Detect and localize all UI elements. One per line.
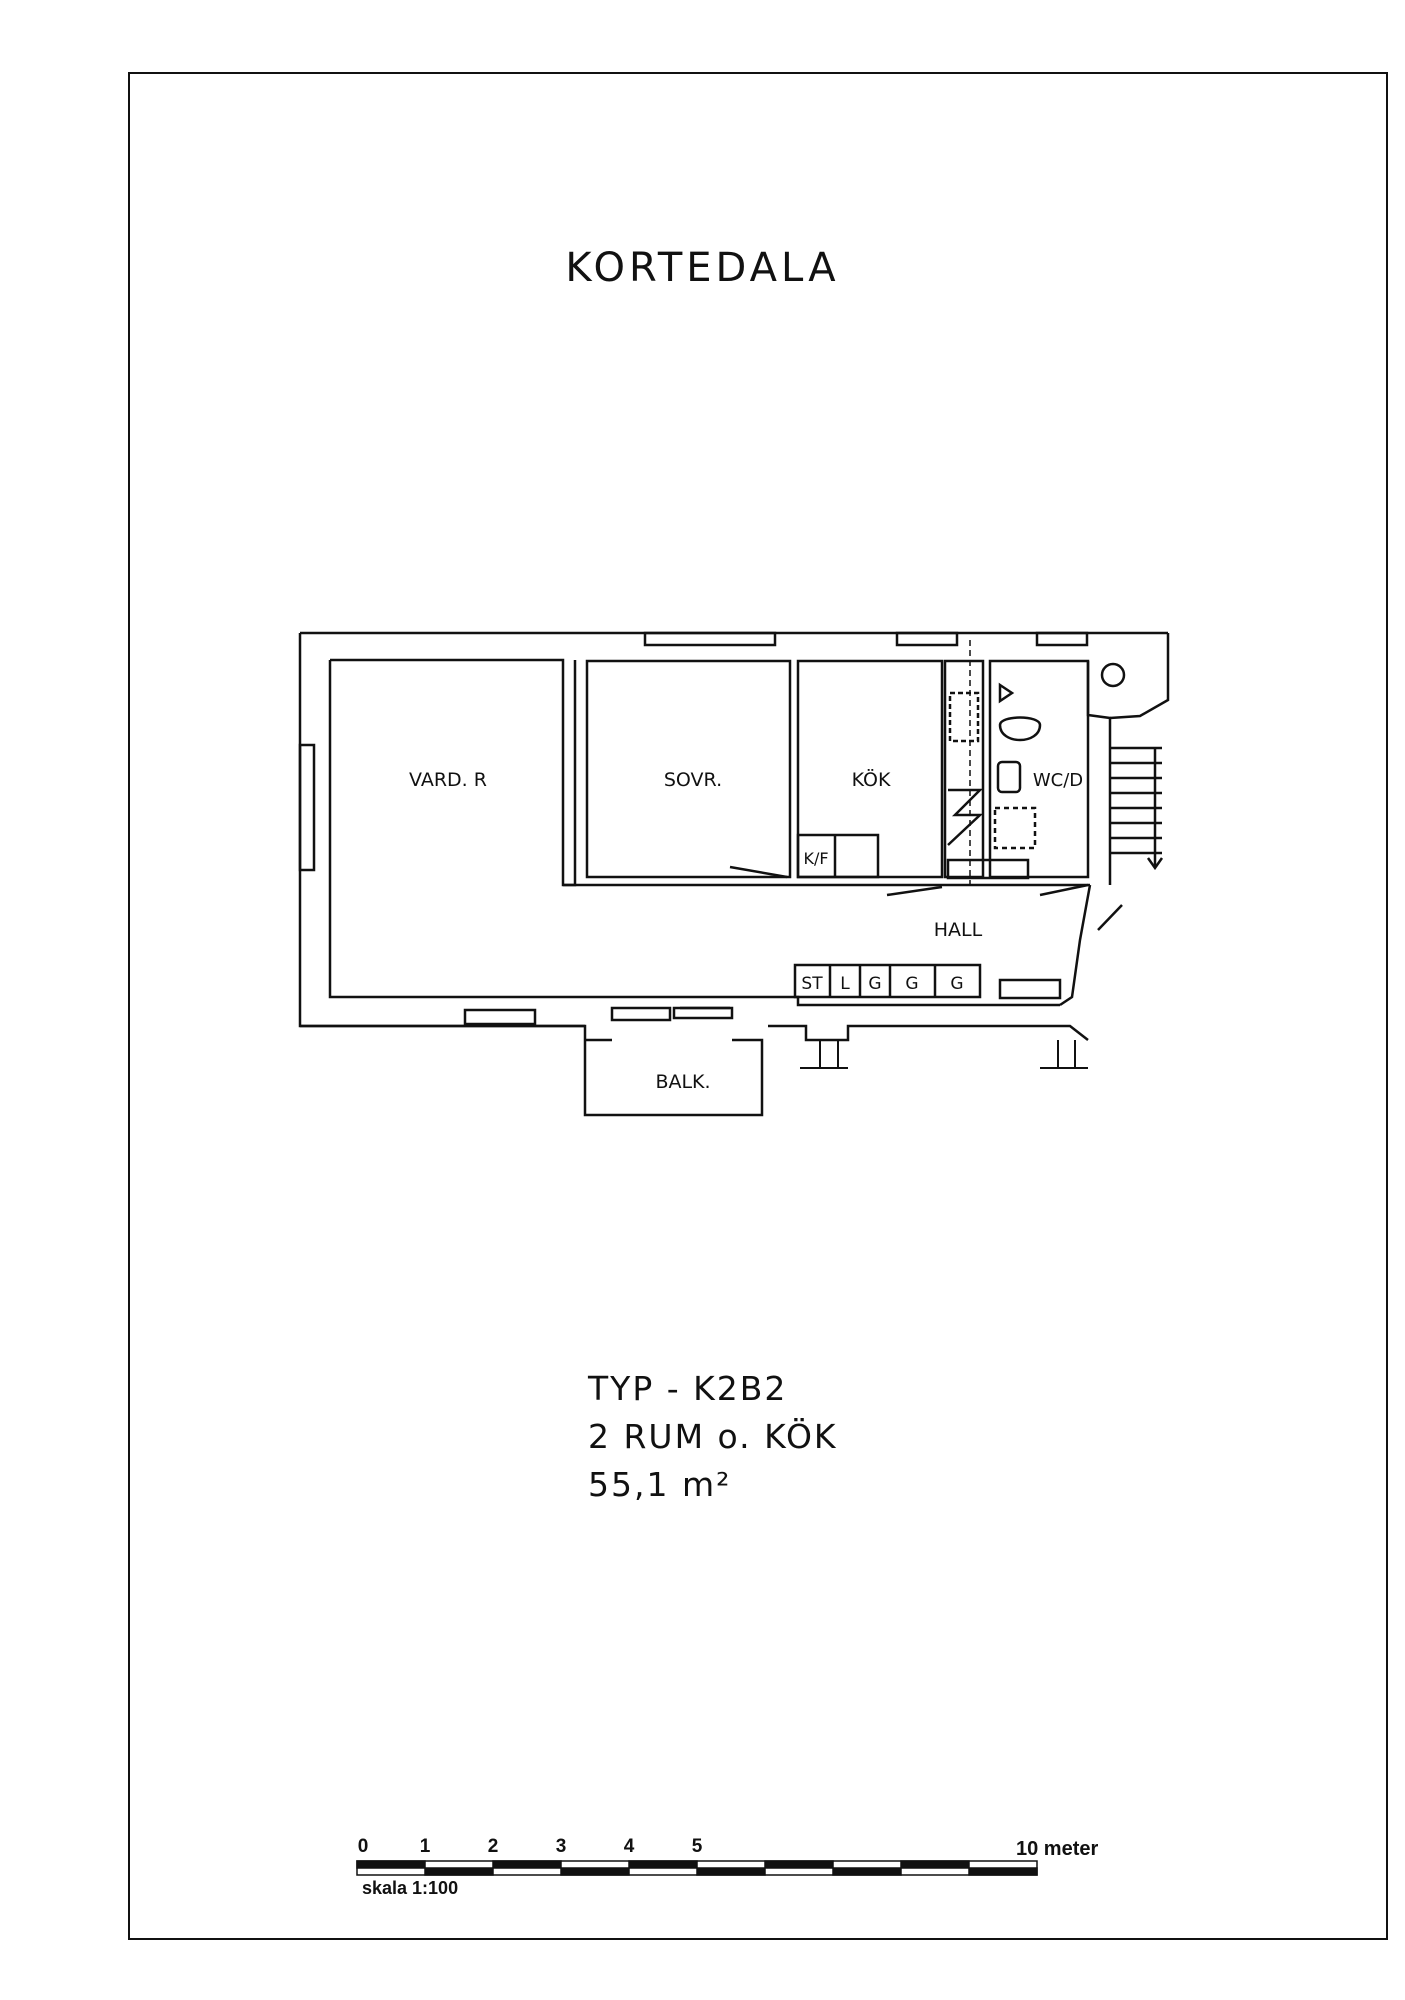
outer-wall-bottom xyxy=(300,1024,1089,1042)
window-bottom-3 xyxy=(672,1006,734,1020)
stove-zigzag xyxy=(947,788,984,846)
storage-label: L xyxy=(840,974,850,994)
bedroom-walls xyxy=(585,659,792,879)
room-label-kok: KÖK xyxy=(852,768,891,791)
type-info: TYP - K2B2 2 RUM o. KÖK 55,1 m² xyxy=(588,1365,838,1509)
inner-wall xyxy=(328,660,1060,1007)
drawing-frame xyxy=(128,72,1388,1940)
door-bath xyxy=(1039,883,1089,897)
apartment-type: TYP - K2B2 xyxy=(588,1369,788,1408)
window-top-1 xyxy=(643,631,777,647)
window-left xyxy=(298,743,316,872)
stove xyxy=(948,691,980,743)
window-top-3 xyxy=(1035,631,1089,647)
stairs xyxy=(1110,746,1164,871)
corner-column xyxy=(1100,662,1126,688)
storage-label: G xyxy=(868,974,881,994)
toilet xyxy=(996,760,1022,794)
kf-unit xyxy=(796,833,880,879)
door-kitchen xyxy=(886,885,943,897)
door-bedroom xyxy=(729,865,788,879)
apartment-area: 55,1 m² xyxy=(588,1465,732,1504)
room-label-wcd: WC/D xyxy=(1033,770,1083,791)
shower xyxy=(993,806,1037,850)
room-count: 2 RUM o. KÖK xyxy=(588,1417,838,1456)
plan-title: KORTEDALA xyxy=(565,245,840,291)
storage-label: G xyxy=(950,974,963,994)
room-label-kf: K/F xyxy=(803,849,828,868)
door-entry xyxy=(1097,904,1123,931)
room-label-balk: BALK. xyxy=(655,1071,710,1093)
scale-bar xyxy=(356,1860,1038,1876)
room-label-vardr: VARD. R xyxy=(409,769,487,791)
storage-label: G xyxy=(905,974,918,994)
storage-row xyxy=(793,963,982,999)
sink xyxy=(998,716,1042,742)
balcony xyxy=(583,1038,764,1117)
bathroom-walls xyxy=(988,659,1090,879)
window-top-2 xyxy=(895,631,959,647)
room-label-hall: HALL xyxy=(934,919,983,941)
stair-wall xyxy=(1086,661,1112,885)
window-bottom-1 xyxy=(463,1008,537,1026)
storage-label: ST xyxy=(801,974,823,994)
window-bottom-2 xyxy=(610,1006,672,1022)
room-label-sovr: SOVR. xyxy=(664,769,722,791)
